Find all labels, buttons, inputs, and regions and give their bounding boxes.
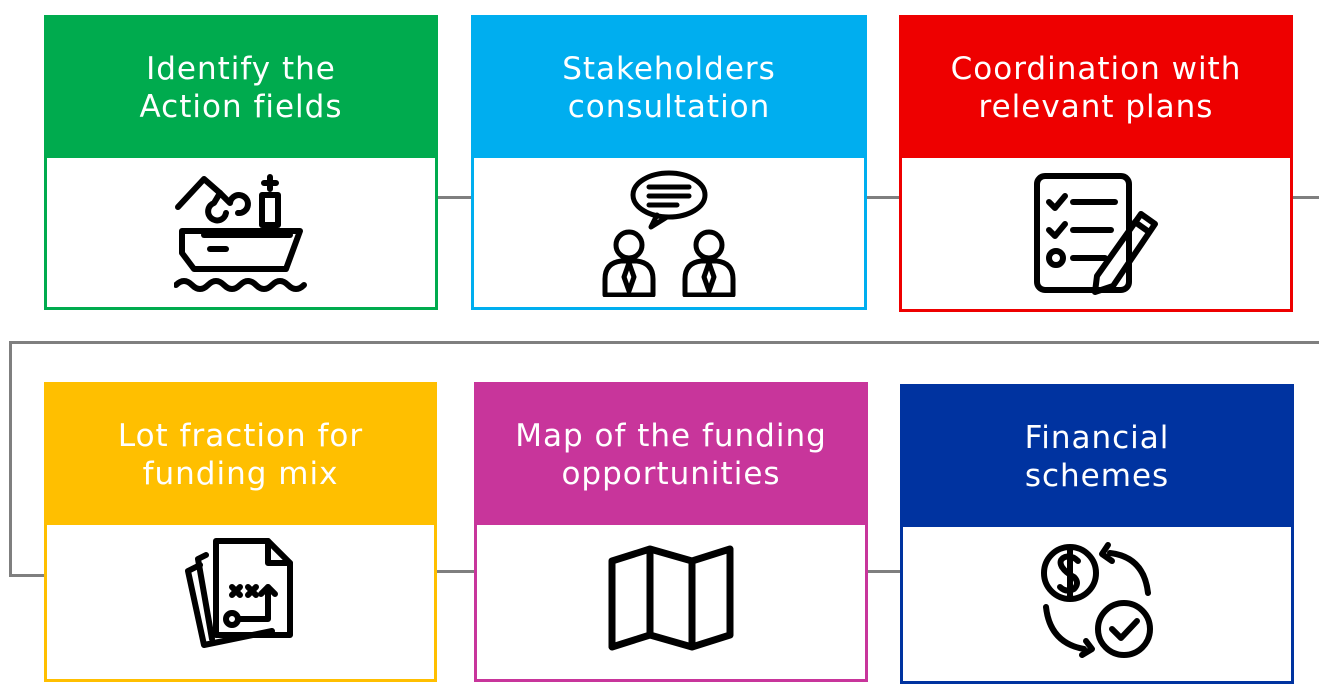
step-title-line2: consultation [567, 89, 771, 125]
connector-2-3 [865, 196, 901, 199]
step-title-line2: opportunities [561, 456, 781, 492]
step-card-map-funding-opportunities: Map of the funding opportunities [474, 382, 868, 682]
step-card-identify-action-fields: Identify the Action fields [44, 15, 438, 310]
step-title-line1: Map of the funding [515, 418, 827, 454]
step-header: Identify the Action fields [47, 18, 435, 158]
stakeholders-chat-icon [601, 169, 737, 297]
step-title-line1: Coordination with [950, 51, 1242, 87]
step-header: Financial schemes [903, 387, 1291, 527]
folded-map-icon [606, 543, 736, 653]
connector-4-5 [435, 570, 475, 573]
step-icon-area [474, 158, 864, 307]
step-header: Lot fraction for funding mix [47, 385, 434, 525]
connector-3-out [1291, 196, 1319, 199]
step-header: Map of the funding opportunities [477, 385, 865, 525]
step-title-line1: Financial [1024, 420, 1170, 456]
step-icon-area [477, 525, 865, 679]
step-title-line2: relevant plans [978, 89, 1214, 125]
step-icon-area [903, 527, 1291, 681]
connector-row-drop [9, 341, 12, 577]
step-title-line1: Identify the [146, 51, 336, 87]
step-header: Stakeholders consultation [474, 18, 864, 158]
step-title-line2: schemes [1024, 458, 1170, 494]
step-card-lot-fraction-funding-mix: Lot fraction for funding mix [44, 382, 437, 682]
step-title-line1: Lot fraction for [117, 418, 364, 454]
connector-into-4 [9, 574, 46, 577]
connector-5-6 [866, 570, 902, 573]
step-icon-area [47, 525, 434, 679]
money-exchange-icon [1032, 537, 1162, 661]
step-icon-area [902, 158, 1290, 309]
step-title-line2: Action fields [139, 89, 343, 125]
step-card-financial-schemes: Financial schemes [900, 384, 1294, 684]
step-card-coordination-relevant-plans: Coordination with relevant plans [899, 15, 1293, 312]
strategy-documents-icon [176, 535, 306, 655]
checklist-pencil-icon [1031, 172, 1161, 296]
step-header: Coordination with relevant plans [902, 18, 1290, 158]
step-icon-area [47, 158, 435, 307]
step-title-line1: Stakeholders [562, 51, 776, 87]
step-card-stakeholders-consultation: Stakeholders consultation [471, 15, 867, 310]
connector-1-2 [436, 196, 473, 199]
ship-crane-icon [174, 173, 308, 293]
connector-row-return [9, 341, 1319, 344]
step-title-line2: funding mix [142, 456, 339, 492]
